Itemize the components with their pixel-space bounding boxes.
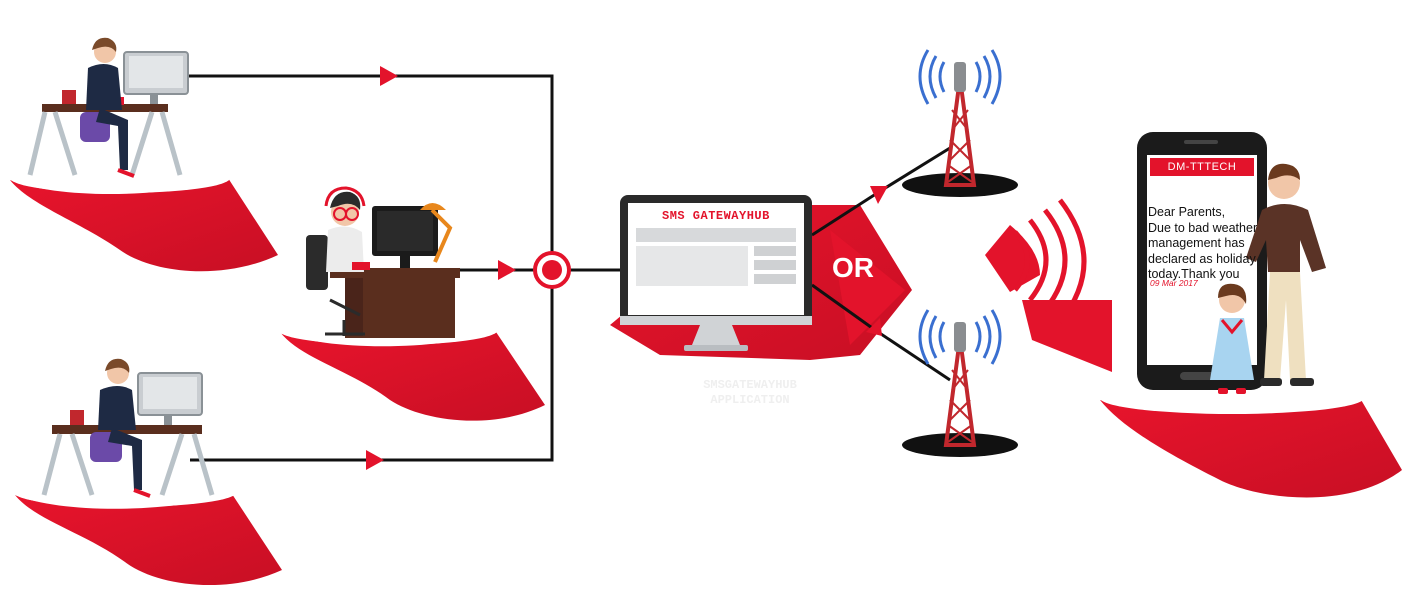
sms-line: management has [1148,236,1245,250]
sms-line: Due to bad weather [1148,220,1258,235]
sms-line: Dear Parents, [1148,205,1226,219]
gateway-caption-line1: SMSGATEWAYHUB [703,378,797,392]
platform-top-left [10,163,278,272]
hub-junction [533,251,571,289]
sms-message: Dear Parents, Due to bad weather managem… [1148,205,1260,283]
platform-phone [1100,382,1402,498]
parent-and-child [1210,163,1326,394]
gateway-caption: SMSGATEWAYHUB APPLICATION [670,378,830,408]
gateway-screen-title: SMS GATEWAYHUB [662,209,770,223]
office-worker-bottom [41,358,215,498]
sms-line: today.Thank you [1148,267,1240,281]
cell-tower-bottom [902,309,1018,457]
sms-sender-header: DM-TTTECH [1150,158,1254,176]
or-label: OR [832,252,874,283]
gateway-monitor [620,195,812,351]
cell-tower-top [902,49,1018,197]
signal-waves [985,198,1112,372]
gateway-caption-line2: APPLICATION [710,393,790,407]
sms-line: declared as holiday [1148,251,1256,266]
platform-bottom-left [13,477,282,586]
smartphone [1137,132,1267,390]
office-worker-top [27,37,189,178]
call-center-agent [306,186,460,338]
flow-arrows [366,66,888,470]
sms-date: 09 Mar 2017 [1150,278,1198,288]
